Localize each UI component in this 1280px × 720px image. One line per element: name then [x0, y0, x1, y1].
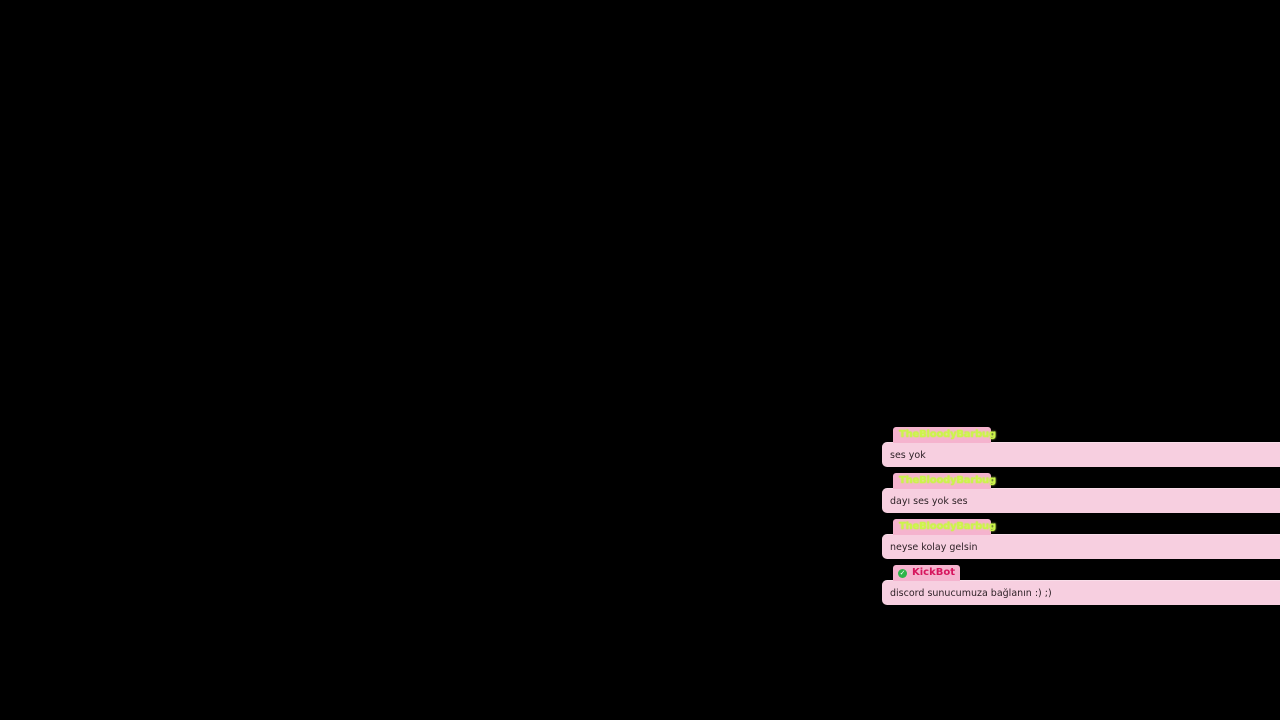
chat-message: TheBloodyBarbug ses yok	[882, 426, 1280, 472]
bot-username-tag: ✓ KickBot	[893, 565, 961, 581]
chat-message: ✓ KickBot discord sunucumuza bağlanın :)…	[882, 564, 1280, 610]
verified-check-icon: ✓	[898, 568, 907, 578]
username-tag: TheBloodyBarbug	[893, 473, 996, 489]
username-tag: TheBloodyBarbug	[893, 519, 996, 535]
bot-username: KickBot	[912, 567, 956, 578]
username-tag: TheBloodyBarbug	[893, 427, 996, 443]
message-text: dayı ses yok ses	[882, 488, 1280, 513]
chat-message: TheBloodyBarbug dayı ses yok ses	[882, 472, 1280, 518]
message-text: discord sunucumuza bağlanın :) ;)	[882, 580, 1280, 605]
chat-message: TheBloodyBarbug neyse kolay gelsin	[882, 518, 1280, 564]
message-text: neyse kolay gelsin	[882, 534, 1280, 559]
chat-feed: TheBloodyBarbug ses yok TheBloodyBarbug …	[882, 426, 1280, 610]
message-text: ses yok	[882, 442, 1280, 467]
